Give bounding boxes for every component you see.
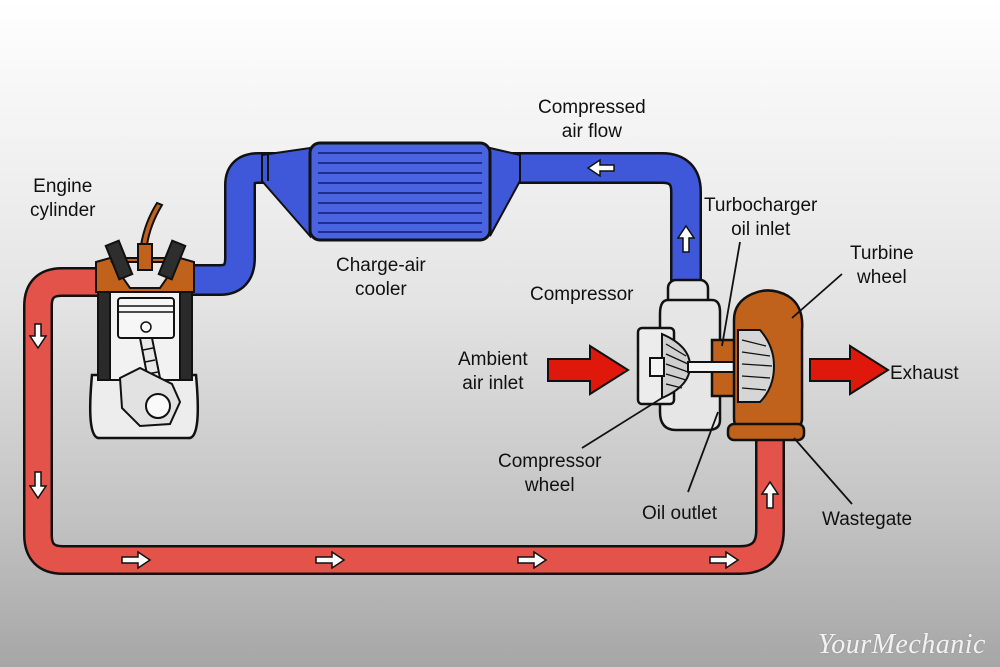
label-oil-outlet: Oil outlet (642, 502, 717, 526)
label-turbine-wheel: Turbine wheel (850, 242, 914, 290)
turbocharger (636, 278, 806, 442)
red-arrow-icon (547, 344, 890, 396)
label-compressor: Compressor (530, 283, 633, 307)
leader-lines (581, 241, 853, 505)
label-exhaust-text: Exhaust (890, 363, 959, 384)
label-engine-cylinder-line1: Engine (33, 176, 93, 197)
label-turbine-wheel-line2: wheel (857, 267, 907, 288)
white-arrow-icon (28, 158, 780, 570)
label-ambient-line1: Ambient (458, 349, 528, 370)
label-charge-air-cooler-line1: Charge-air (336, 255, 426, 276)
label-wastegate-text: Wastegate (822, 509, 913, 530)
label-ambient-air-inlet: Ambient air inlet (458, 348, 528, 396)
label-compressor-wheel: Compressor wheel (498, 450, 601, 498)
label-oil-outlet-text: Oil outlet (642, 503, 717, 524)
yourmechanic-logo: YourMechanic (817, 629, 986, 660)
intake-pipe (192, 146, 702, 296)
label-engine-cylinder-line2: cylinder (30, 200, 96, 221)
label-compressed-air-flow-line2: air flow (561, 121, 622, 142)
label-ambient-line2: air inlet (462, 373, 524, 394)
label-oil-inlet-line2: oil inlet (731, 219, 791, 240)
label-oil-inlet-line1: Turbocharger (704, 195, 818, 216)
engine-cylinder (88, 201, 200, 440)
label-charge-air-cooler: Charge-air cooler (336, 254, 426, 302)
label-charge-air-cooler-line2: cooler (355, 279, 407, 300)
label-compressed-air-flow: Compressed air flow (538, 96, 646, 144)
label-compressed-air-flow-line1: Compressed (538, 97, 646, 118)
label-turbine-wheel-line1: Turbine (850, 243, 914, 264)
label-turbocharger-oil-inlet: Turbocharger oil inlet (704, 194, 817, 242)
charge-air-cooler (308, 141, 492, 242)
label-compressor-wheel-line1: Compressor (498, 451, 602, 472)
exhaust-pipe (23, 267, 785, 575)
label-exhaust: Exhaust (890, 362, 959, 386)
label-compressor-wheel-line2: wheel (524, 475, 575, 496)
label-wastegate: Wastegate (822, 508, 912, 532)
label-engine-cylinder: Engine cylinder (30, 175, 95, 223)
label-compressor-text: Compressor (530, 284, 634, 305)
